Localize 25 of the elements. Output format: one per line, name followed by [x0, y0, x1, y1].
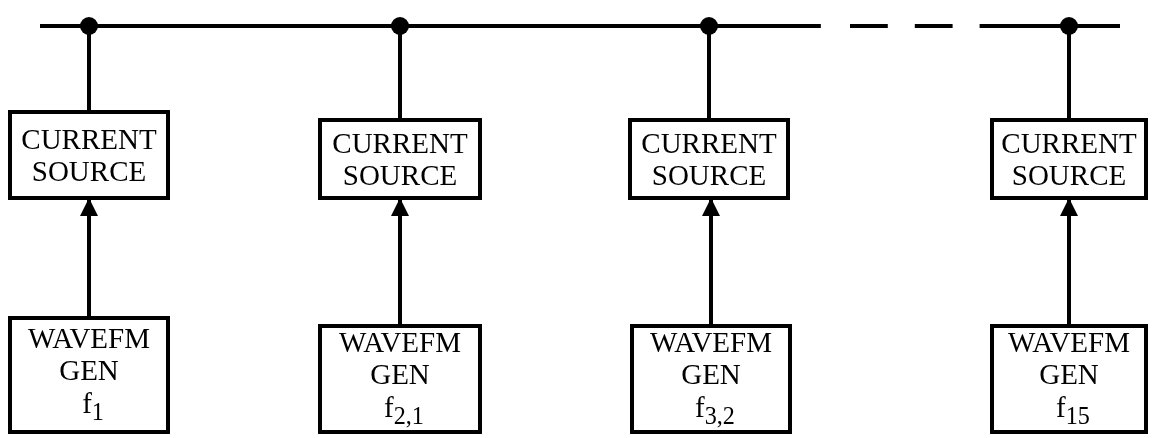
frequency-label: f$_{1}$: [81, 385, 104, 427]
arrow: [702, 198, 720, 324]
block-box: [8, 316, 170, 434]
block-label: CURRENT SOURCE: [20, 123, 158, 187]
frequency-label: f$_{3,2}$: [694, 389, 735, 431]
arrow: [80, 198, 98, 316]
arrow: [391, 198, 409, 324]
block-box: [318, 118, 482, 200]
block-box: [990, 118, 1148, 200]
block-box: [318, 324, 482, 434]
block-box: [8, 110, 170, 200]
block-label: CURRENT SOURCE: [640, 127, 778, 191]
connection-line: [1060, 17, 1078, 118]
frequency-label: f$_{15}$: [1055, 389, 1090, 431]
frequency-label: f$_{2,1}$: [383, 389, 424, 431]
block-box: [630, 324, 792, 434]
block-label: CURRENT SOURCE: [1000, 127, 1138, 191]
connection-line: [80, 17, 98, 110]
bus-line: [40, 21, 1120, 31]
block-box: [990, 324, 1148, 434]
block-box: [628, 118, 790, 200]
block-label: CURRENT SOURCE: [331, 127, 469, 191]
arrow: [1060, 198, 1078, 324]
connection-line: [391, 17, 409, 118]
connection-line: [700, 17, 718, 118]
